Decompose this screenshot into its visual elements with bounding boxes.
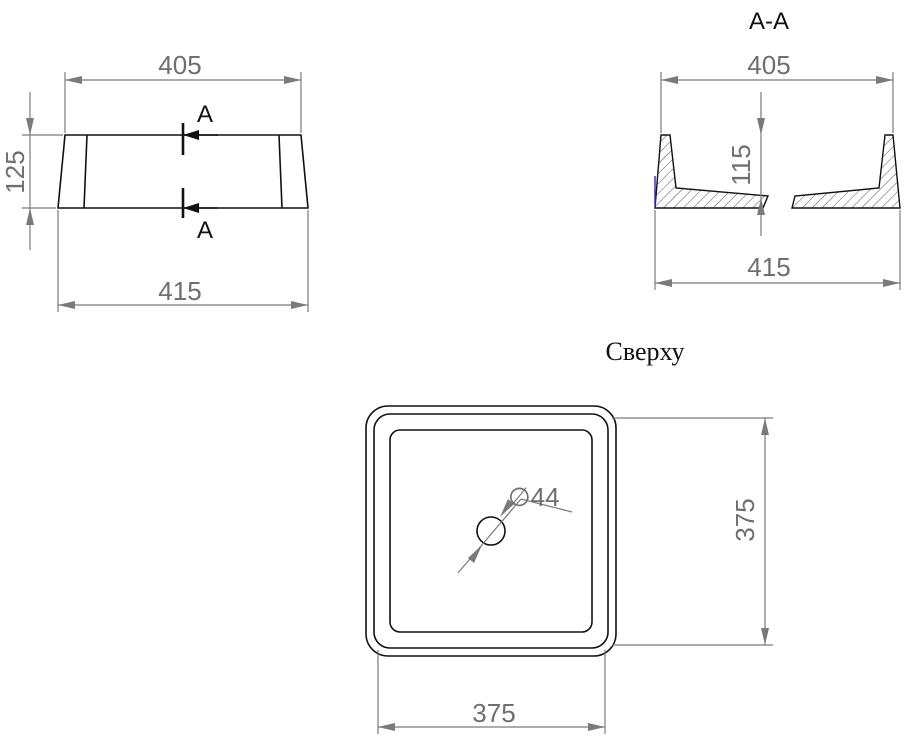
top-depth-label: 375 — [730, 498, 760, 541]
section-wall-right — [791, 134, 901, 209]
section-marker-bottom-label: A — [197, 217, 213, 244]
front-top-width-label: 405 — [158, 50, 201, 80]
front-height-dimension: 125 — [0, 92, 63, 250]
section-bottom-width-label: 415 — [747, 252, 790, 282]
top-view-title: Сверху — [605, 337, 684, 366]
top-depth-dimension: 375 — [612, 417, 773, 646]
top-rim-inner — [373, 413, 609, 649]
front-inner-edge-right — [278, 134, 283, 209]
front-height-label: 125 — [0, 150, 30, 193]
drain-diameter-dimension: ∅44 — [457, 482, 573, 574]
section-title: A-A — [749, 8, 789, 35]
top-bowl-edge — [389, 429, 593, 633]
top-width-dimension: 375 — [377, 650, 606, 734]
drain-hole — [476, 516, 506, 546]
section-height-label: 115 — [726, 144, 756, 185]
section-marker-top: A — [181, 101, 218, 155]
front-bottom-width-dimension: 415 — [57, 210, 309, 312]
section-marker-bottom: A — [181, 188, 218, 244]
top-width-label: 375 — [472, 698, 515, 728]
section-height-dimension: 115 — [726, 92, 765, 236]
section-view: A-A 405 115 415 — [654, 8, 901, 290]
section-wall-left — [654, 134, 770, 209]
top-outer-rim — [365, 405, 617, 657]
section-top-width-label: 405 — [747, 50, 790, 80]
section-marker-top-label: A — [197, 101, 213, 128]
front-inner-edge-left — [83, 134, 88, 209]
section-bottom-width-dimension: 415 — [654, 210, 901, 290]
front-view: 405 125 415 A — [0, 50, 309, 312]
top-view: Сверху ∅44 375 375 — [365, 337, 773, 734]
front-bottom-width-label: 415 — [158, 276, 201, 306]
section-top-width-dimension: 405 — [660, 50, 894, 133]
front-body-outline — [57, 134, 309, 209]
front-top-width-dimension: 405 — [64, 50, 302, 133]
drain-diameter-label: ∅44 — [508, 482, 560, 512]
